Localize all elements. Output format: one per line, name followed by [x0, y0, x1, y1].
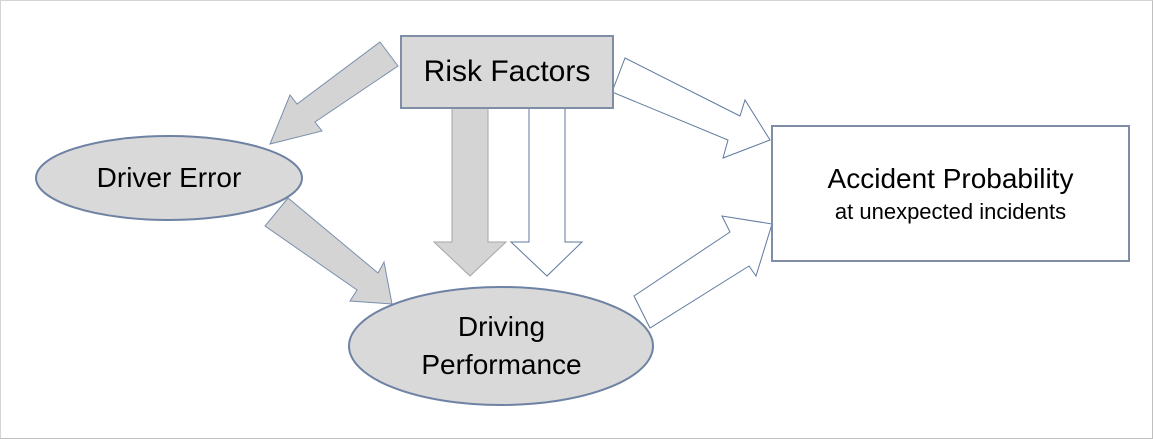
- risk-factors-box: [400, 35, 614, 109]
- driver-error-text: Driver Error: [96, 162, 242, 193]
- driving-performance-label: Driving Performance: [349, 287, 654, 405]
- arrow-performance-to-accident: [633, 215, 773, 329]
- driving-performance-ellipse: [348, 286, 654, 406]
- driver-error-ellipse: [35, 135, 303, 221]
- accident-probability-subtitle: at unexpected incidents: [834, 198, 1067, 224]
- accident-probability-box: [771, 125, 1130, 262]
- driving-performance-text-line1: Driving: [457, 311, 546, 342]
- risk-factors-label: Risk Factors: [401, 36, 613, 108]
- risk-factors-text: Risk Factors: [423, 55, 591, 88]
- accident-probability-title: Accident Probability: [827, 162, 1074, 194]
- arrow-risk-to-driver-error: [269, 41, 399, 145]
- arrow-risk-to-accident: [611, 57, 771, 159]
- driving-performance-text-line2: Performance: [421, 349, 582, 380]
- arrow-driver-error-to-performance: [264, 197, 393, 305]
- arrow-risk-to-performance-filled: [432, 107, 508, 277]
- arrow-risk-to-performance-outline: [509, 107, 584, 277]
- accident-probability-label: Accident Probability at unexpected incid…: [772, 126, 1129, 261]
- driver-error-label: Driver Error: [36, 136, 302, 220]
